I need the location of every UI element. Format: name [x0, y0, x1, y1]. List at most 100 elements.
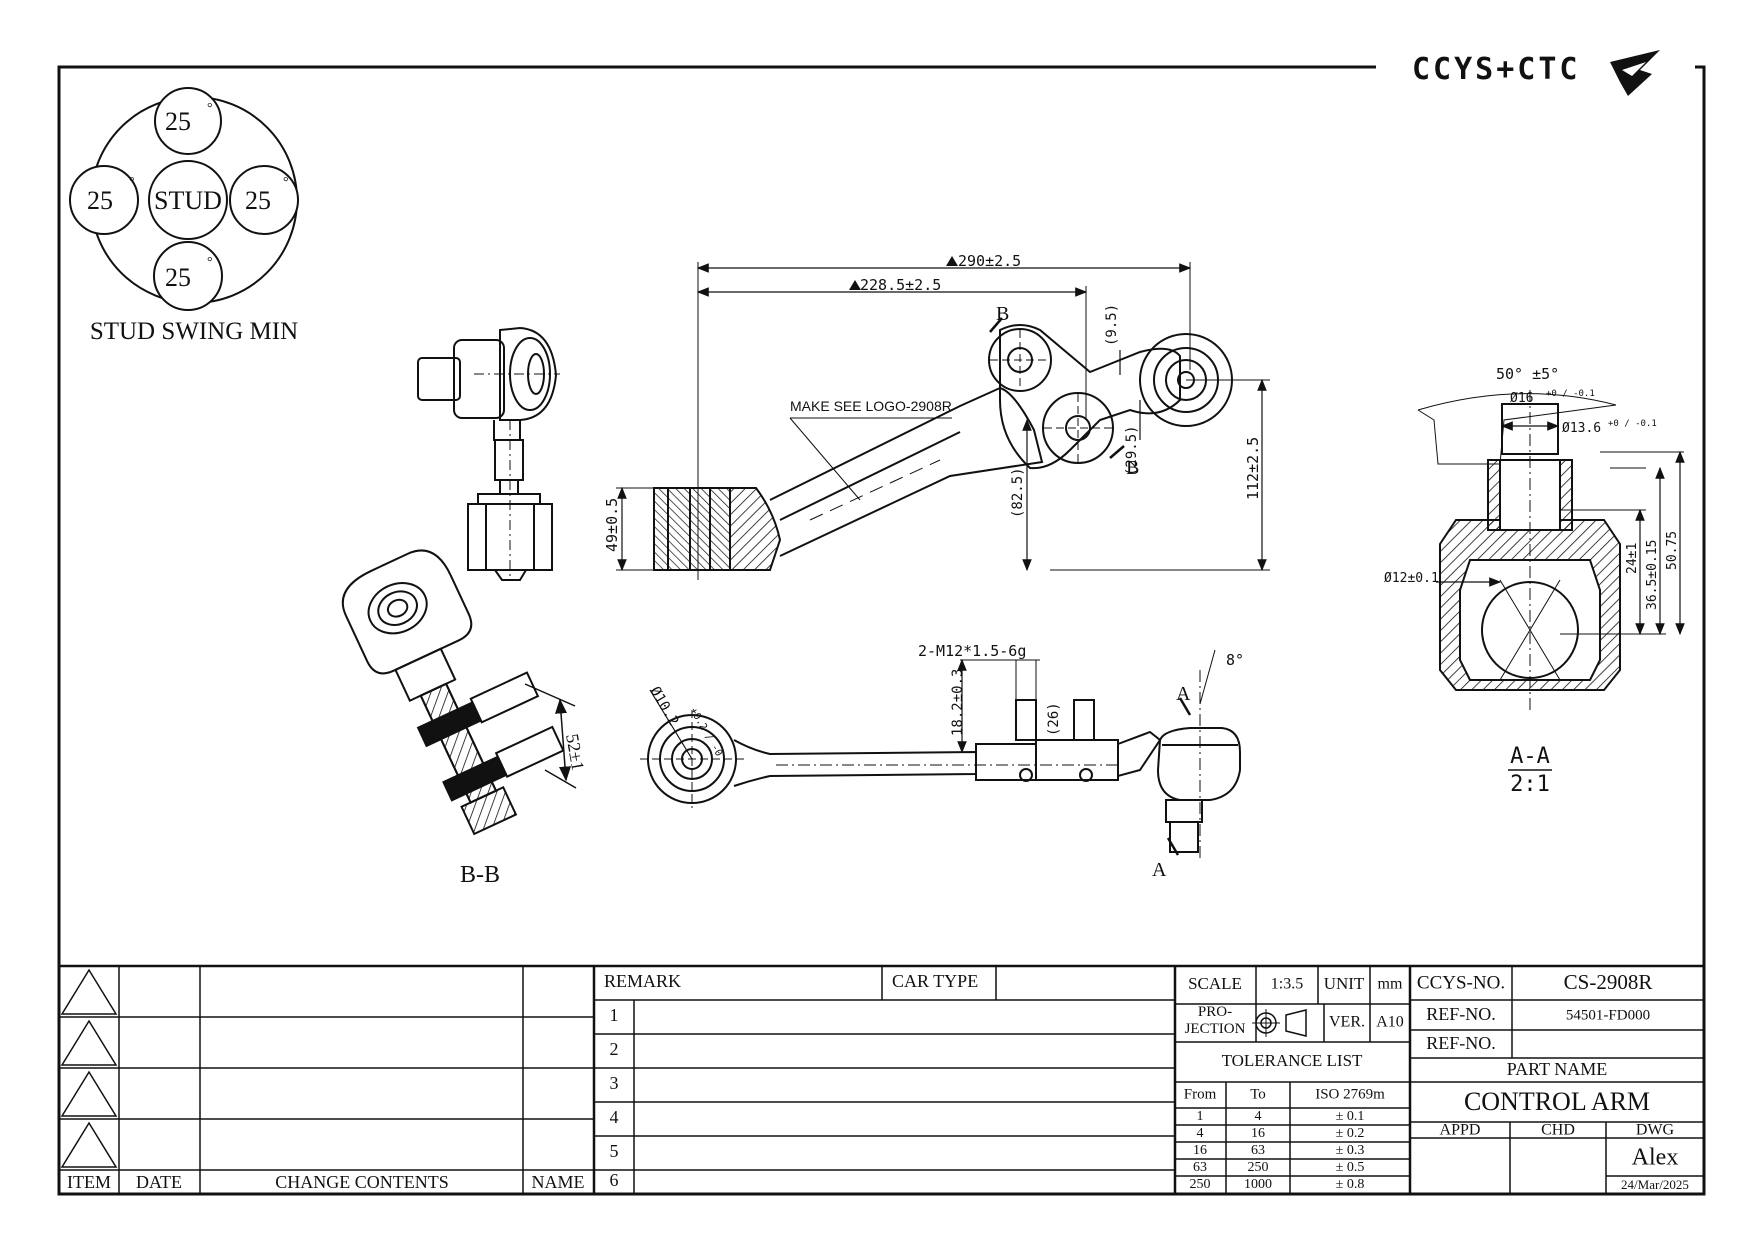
degree-symbol: ° [207, 101, 213, 116]
tolerance-cell: ± 0.1 [1336, 1109, 1365, 1124]
scale-label: SCALE [1188, 974, 1242, 993]
chd-label: CHD [1541, 1122, 1575, 1139]
stud-swing-left-value: 25 [87, 186, 113, 215]
tolerance-cell: 63 [1251, 1143, 1265, 1158]
rev-header-date: DATE [136, 1172, 182, 1192]
stud-swing-caption: STUD SWING MIN [90, 318, 298, 345]
critical-mark-icon [849, 280, 861, 290]
tolerance-cell: 63 [1193, 1160, 1207, 1175]
scale-value: 1:3.5 [1271, 976, 1303, 993]
dim-bushing-dia: Ø10.2 [647, 684, 682, 729]
dim-stud-height: 18.2±0.3 [950, 669, 966, 736]
bottom-view [640, 649, 1241, 860]
section-a-marker-top: A [1176, 683, 1191, 705]
remark-row-number: 5 [610, 1141, 619, 1161]
version-value: A10 [1376, 1014, 1404, 1031]
tolerance-cell: 1000 [1244, 1177, 1272, 1192]
dim-bushing-tol: +0.2 / -0 [687, 706, 724, 758]
section-aa-label: A-A [1510, 744, 1550, 769]
projection-label: PRO- [1198, 1004, 1232, 1020]
aa-dia13-6: Ø13.6 [1562, 421, 1601, 436]
side-view [417, 326, 560, 581]
remark-row-number: 1 [610, 1005, 619, 1025]
ref-no-label: REF-NO. [1426, 1033, 1496, 1053]
tolerance-cell: ± 0.2 [1336, 1126, 1365, 1141]
aa-dia16-tol: +0 / -0.1 [1546, 389, 1595, 399]
tolerance-cell: 4 [1255, 1109, 1262, 1124]
bb-dimension: 52±1 [562, 732, 588, 772]
drawing-date: 24/Mar/2025 [1621, 1177, 1689, 1192]
stud-center-label: STUD [154, 186, 222, 215]
title-block [59, 964, 1704, 1194]
logo-text: CCYS+CTC [1412, 52, 1581, 87]
tolerance-cell: ± 0.3 [1336, 1143, 1365, 1158]
stud-swing-diagram: STUD 25 ° 25 ° 25 ° 25 ° STUD SWING MIN [69, 87, 299, 345]
tolerance-cell: 250 [1248, 1160, 1269, 1175]
tolerance-list-title: TOLERANCE LIST [1222, 1051, 1363, 1070]
aa-dim-24: 24±1 [1625, 543, 1640, 574]
section-b-b [341, 549, 577, 836]
rev-header-item: ITEM [67, 1172, 111, 1192]
remark-row-number: 3 [610, 1073, 619, 1093]
dim-pivot-length: 228.5±2.5 [860, 276, 941, 294]
aa-dim-50-75: 50.75 [1665, 531, 1680, 570]
dim-26: (26) [1046, 702, 1062, 736]
tolerance-cell: 16 [1251, 1126, 1265, 1141]
degree-symbol: ° [283, 175, 289, 190]
aa-dia13-6-tol: +0 / -0.1 [1608, 419, 1657, 429]
degree-symbol: ° [207, 255, 213, 270]
tolerance-rows: 1 4 ± 0.1 4 16 ± 0.2 16 63 ± 0.3 63 250 … [1190, 1109, 1365, 1192]
ref-no-label: REF-NO. [1426, 1004, 1496, 1024]
section-bb-label: B-B [460, 862, 500, 888]
remark-row-number: 4 [610, 1107, 619, 1127]
stud-swing-top-value: 25 [165, 107, 191, 136]
ccys-no-label: CCYS-NO. [1417, 972, 1505, 993]
logo-note: MAKE SEE LOGO-2908R [790, 398, 952, 414]
tolerance-cell: 4 [1197, 1126, 1204, 1141]
aa-dia12: Ø12±0.1 [1384, 571, 1439, 586]
tolerance-header-from: From [1184, 1086, 1217, 1102]
dim-thread: 2-M12*1.5-6g [918, 642, 1026, 660]
drawn-by: Alex [1632, 1145, 1679, 1171]
version-label: VER. [1329, 1014, 1365, 1031]
dim-angle: 8° [1226, 651, 1244, 669]
section-aa-scale: 2:1 [1510, 772, 1550, 797]
section-b-marker-bottom: B [1126, 457, 1139, 479]
section-b-marker-top: B [996, 303, 1009, 325]
tolerance-cell: 16 [1193, 1143, 1207, 1158]
part-name-label: PART NAME [1507, 1059, 1607, 1079]
ccys-no-value: CS-2908R [1564, 970, 1653, 994]
aa-dia16: Ø16 [1510, 391, 1533, 406]
drawing-frame [57, 65, 1706, 1196]
rev-header-name: NAME [532, 1172, 585, 1192]
company-logo: CCYS+CTC [1412, 50, 1660, 96]
unit-value: mm [1378, 976, 1403, 993]
main-view [616, 262, 1270, 580]
dim-9-5: (9.5) [1104, 304, 1120, 346]
dim-arm-height: 112±2.5 [1244, 437, 1262, 500]
critical-mark-icon [946, 256, 958, 266]
rev-header-change-contents: CHANGE CONTENTS [275, 1172, 449, 1192]
dim-bushing-height: 49±0.5 [603, 498, 621, 552]
projection-label: JECTION [1185, 1021, 1246, 1037]
tolerance-header-to: To [1250, 1086, 1266, 1102]
tolerance-cell: ± 0.5 [1336, 1160, 1365, 1175]
tolerance-cell: 1 [1197, 1109, 1204, 1124]
aa-dim-36-5: 36.5±0.15 [1645, 540, 1660, 610]
stud-swing-right-value: 25 [245, 186, 271, 215]
dim-82-5: (82.5) [1010, 467, 1026, 518]
dim-overall-length: 290±2.5 [958, 252, 1021, 270]
remark-row-number: 2 [610, 1039, 619, 1059]
tolerance-header-iso: ISO 2769m [1315, 1086, 1385, 1102]
section-a-a [1417, 390, 1685, 771]
stud-swing-bottom-value: 25 [165, 263, 191, 292]
dim-29-5: (29.5) [1124, 425, 1140, 476]
ref-no-value: 54501-FD000 [1566, 1007, 1650, 1023]
part-name-value: CONTROL ARM [1464, 1087, 1650, 1116]
degree-symbol: ° [129, 175, 135, 190]
tolerance-cell: 250 [1190, 1177, 1211, 1192]
aa-angle: 50° ±5° [1496, 365, 1559, 383]
remark-row-number: 6 [610, 1170, 619, 1190]
appd-label: APPD [1440, 1122, 1481, 1139]
